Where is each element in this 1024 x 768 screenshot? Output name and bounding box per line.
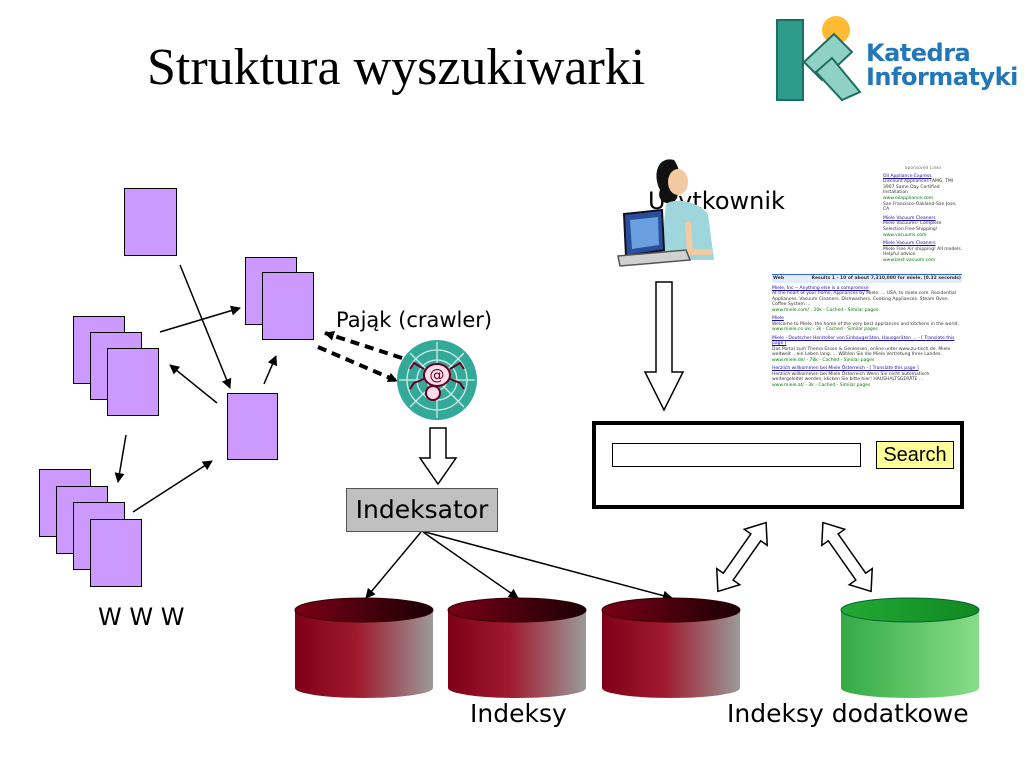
result-item: Herzlich willkommen bei Miele Österreich… [772,366,962,388]
block-arrow-down [643,281,685,412]
indexer-arrow [365,531,422,599]
katedra-logo: Katedra Informatyki [774,14,1018,104]
block-arrow-down [418,427,458,486]
result-title[interactable]: Miele - Deutscher Hersteller von Einbaug… [772,335,955,347]
ad-item: Miele Vacuum Cleaners Miele Free Air shi… [883,241,963,263]
web-page [262,272,314,340]
ad-url: www.vacuums.com [883,232,927,238]
result-url: www.miele.de/ - 78k - Cached - Similar p… [772,357,875,363]
result-title[interactable]: Herzlich willkommen bei Miele Österreich… [772,366,919,371]
link-arrow [179,264,232,389]
ad-item: Miele Vacuum Cleaners Miele Vacuums- Com… [883,216,963,238]
result-item: Miele - Deutscher Hersteller von Einbaug… [772,336,962,364]
spider-web-icon: @ [397,340,477,420]
results-summary: Results 1 - 10 of about 7,310,000 for mi… [811,276,961,281]
link-arrow [263,355,278,385]
indexes-label: Indeksy [470,699,567,728]
ad-url: www.oilappliance.com [883,195,934,201]
search-results-panel: Web Results 1 - 10 of about 7,310,000 fo… [772,274,962,394]
indexer-box: Indeksator [346,488,498,532]
search-panel: Search [592,421,964,509]
result-item: Miele, Inc -- Anything else is a comprom… [772,286,962,314]
ad-title[interactable]: Oil Appliance Express [883,173,932,179]
result-url: www.miele.com/ - 20k - Cached - Similar … [772,307,879,313]
search-input[interactable] [612,443,861,467]
result-snippet: Welcome to Miele, the home of the very b… [772,321,959,327]
ad-extra: San Francisco-Oakland-San Jose, CA [883,201,957,213]
sponsored-header: Sponsored Links [904,166,942,171]
web-page [124,188,177,256]
page-title: Struktura wyszukiwarki [147,39,646,96]
ad-title[interactable]: Miele Vacuum Cleaners [883,241,936,247]
ad-text: Miele Vacuums- Complete Selection Free S… [883,221,942,232]
extra-indexes-label: Indeksy dodatkowe [727,699,969,728]
www-label: W W W [98,603,185,631]
double-block-arrow [715,521,769,593]
ad-item: Oil Appliance Express Discount Appliance… [883,174,963,213]
web-label: Web [773,276,785,281]
web-page [107,348,159,416]
ad-url: www.best-vacuum.com [883,257,936,263]
ad-title[interactable]: Miele Vacuum Cleaners [883,215,936,221]
katedra-logo-icon [776,16,862,102]
result-title[interactable]: Miele, Inc -- Anything else is a comprom… [772,285,869,291]
svg-text:@: @ [430,366,445,384]
search-button[interactable]: Search [876,441,954,469]
result-url: www.miele.co.uk/ - 3k - Cached - Similar… [772,327,878,332]
indexer-arrow [424,531,673,601]
link-arrow [159,305,241,333]
result-snippet: Das Portal zum Thema Essen & Geniessen, … [772,346,951,358]
ad-text: Discount Appliances (AMG, TMI 3907 Same … [883,179,954,196]
crawler-label: Pająk (crawler) [336,308,493,332]
link-arrow [169,364,218,404]
indexer-arrow [422,531,519,599]
result-item: Miele Welcome to Miele, the home of the … [772,316,962,333]
result-snippet: At the heart of your home, Appliances by… [772,291,956,307]
logo-line-1: Katedra [866,39,971,67]
logo-line-2: Informatyki [866,63,1018,91]
results-header: Web Results 1 - 10 of about 7,310,000 fo… [772,274,962,283]
double-block-arrow [820,521,874,593]
result-title[interactable]: Miele [772,316,784,321]
person-at-computer-icon [617,159,714,267]
web-page [227,393,278,460]
result-snippet: Herzlich willkommen bei Miele Österreich… [772,371,930,383]
link-arrow [132,460,213,513]
sponsored-links-panel: Sponsored Links Oil Appliance Express Di… [883,166,963,266]
ad-text: Miele Free Air shipping! All models. Hel… [883,246,963,258]
web-page [90,519,142,587]
link-arrow [114,434,127,483]
result-url: www.miele.at/ - 3k - Cached - Similar pa… [772,382,871,388]
crawler-arrow [324,331,403,360]
